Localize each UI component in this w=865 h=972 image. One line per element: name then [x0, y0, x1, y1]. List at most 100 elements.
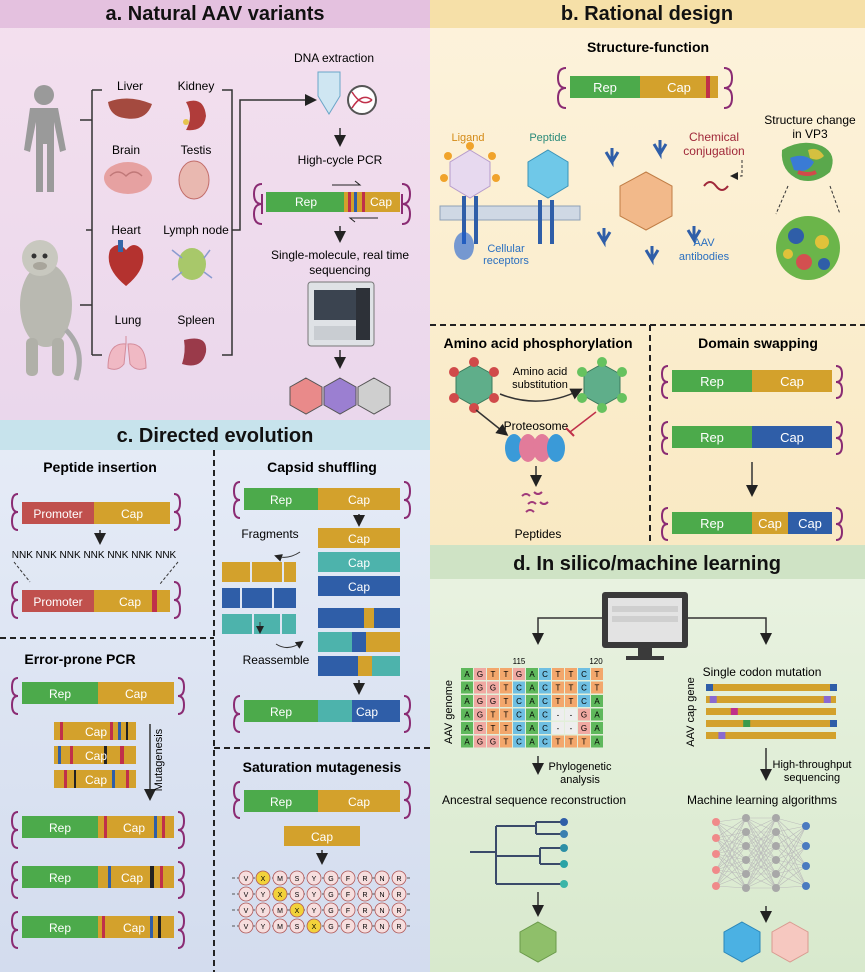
tissue-spleen: Spleen — [177, 313, 214, 327]
svg-text:Rep: Rep — [270, 795, 292, 809]
saturation-cap-label: Cap — [311, 830, 333, 844]
nucleotide-cell — [526, 735, 538, 748]
svg-text:Cap: Cap — [798, 516, 822, 531]
nucleotide-cell — [539, 681, 551, 694]
amino-acid-residue — [255, 918, 271, 934]
network-node — [802, 882, 810, 890]
nucleotide-cell — [513, 735, 525, 748]
ancestral-capsid-icon — [519, 921, 557, 963]
substituted-capsid-icon — [577, 357, 627, 413]
amino-acid-letter: Y — [261, 924, 266, 931]
network-node — [712, 850, 720, 858]
nucleotide-letter: T — [569, 697, 574, 706]
amino-acid-residue — [272, 886, 288, 902]
nucleotide-cell — [474, 708, 486, 721]
nucleotide-letter: G — [477, 738, 483, 747]
cap-variants: Cap Cap Cap — [318, 528, 400, 596]
label-aav-cap-gene: AAV cap gene — [685, 677, 697, 747]
nucleotide-letter: A — [529, 711, 535, 720]
phospho-capsid-icon — [449, 357, 499, 413]
amino-acid-residue — [289, 886, 305, 902]
nucleotide-cell — [500, 735, 512, 748]
amino-acid-letter: N — [379, 924, 384, 931]
svg-text:Cap: Cap — [667, 80, 691, 95]
nucleotide-letter: A — [464, 711, 470, 720]
amino-acid-letter: X — [312, 924, 317, 931]
amino-acid-letter: R — [362, 876, 367, 883]
nucleotide-letter: C — [516, 711, 522, 720]
nucleotide-letter: T — [595, 684, 600, 693]
amino-acid-residue — [391, 870, 407, 886]
amino-acid-residue — [323, 886, 339, 902]
construct-b: Rep Cap — [556, 67, 734, 109]
amino-acid-residue — [357, 870, 373, 886]
heart-icon — [108, 245, 144, 286]
svg-text:Cap: Cap — [121, 507, 143, 521]
peptide-insertion-title: Peptide insertion — [43, 459, 157, 475]
nucleotide-letter: C — [542, 724, 548, 733]
brain-icon — [104, 162, 152, 194]
label-conjugation: conjugation — [683, 144, 744, 158]
network-node — [712, 834, 720, 842]
nucleotide-letter: G — [581, 711, 587, 720]
amino-acid-residue — [306, 886, 322, 902]
nucleotide-cell — [539, 735, 551, 748]
amino-acid-letter: V — [244, 908, 249, 915]
nucleotide-letter: G — [477, 670, 483, 679]
nucleotide-letter: C — [516, 724, 522, 733]
label-in-vp3: in VP3 — [792, 127, 828, 141]
ml-capsid-blue-icon — [723, 921, 761, 963]
svg-text:Cap: Cap — [758, 516, 782, 531]
network-node — [772, 828, 780, 836]
label-ligand: Ligand — [451, 132, 484, 144]
nucleotide-cell — [539, 708, 551, 721]
nucleotide-cell — [487, 735, 499, 748]
amino-acid-letter: M — [277, 908, 283, 915]
antibody-icons — [596, 140, 702, 266]
mutated-caps: Cap Cap Cap — [54, 722, 136, 788]
nucleotide-letter: A — [529, 697, 535, 706]
cap-gene-bar — [706, 708, 836, 715]
svg-text:Cap: Cap — [348, 795, 370, 809]
amino-acid-residue — [289, 918, 305, 934]
nucleotide-cell — [487, 722, 499, 734]
nucleotide-letter: - — [557, 711, 560, 720]
amino-acid-letter: G — [328, 924, 333, 931]
amino-acid-residue — [374, 902, 390, 918]
network-node — [712, 818, 720, 826]
tissue-brain: Brain — [112, 143, 140, 157]
pos-120: 120 — [589, 657, 603, 666]
shuffling-construct-2: Rep Cap — [232, 695, 412, 733]
nucleotide-letter: A — [464, 684, 470, 693]
nucleotide-cell — [500, 722, 512, 734]
step-dna-extraction: DNA extraction — [294, 51, 374, 65]
svg-text:Rep: Rep — [295, 195, 317, 209]
cell-membrane — [439, 205, 581, 221]
panel-d-titlebar — [430, 545, 865, 579]
nucleotide-cell — [565, 681, 577, 694]
nucleotide-cell — [513, 695, 525, 707]
amino-acid-residue — [323, 918, 339, 934]
cap-gene-bar — [706, 720, 836, 727]
lymph-node-icon — [178, 248, 206, 280]
nucleotide-cell — [565, 722, 577, 734]
nucleotide-cell — [565, 735, 577, 748]
amino-acid-residue — [374, 886, 390, 902]
amino-acid-letter: N — [379, 892, 384, 899]
nucleotide-letter: C — [516, 738, 522, 747]
domain-construct-2: Rep Cap — [660, 421, 844, 455]
nucleotide-cell — [526, 695, 538, 707]
chimeric-caps — [318, 608, 400, 676]
tissue-lymph-node: Lymph node — [163, 223, 229, 237]
amino-acid-letter: V — [244, 876, 249, 883]
nucleotide-letter: C — [516, 697, 522, 706]
label-peptide: Peptide — [529, 132, 566, 144]
panel-a-titlebar — [0, 0, 430, 28]
svg-text:Rep: Rep — [49, 821, 71, 835]
amino-acid-letter: G — [328, 876, 333, 883]
nucleotide-cell — [526, 722, 538, 734]
codon-mutation-mark — [730, 708, 738, 715]
amino-acid-letter: M — [277, 876, 283, 883]
nucleotide-cell — [552, 708, 564, 721]
amino-acid-letter: Y — [312, 876, 317, 883]
